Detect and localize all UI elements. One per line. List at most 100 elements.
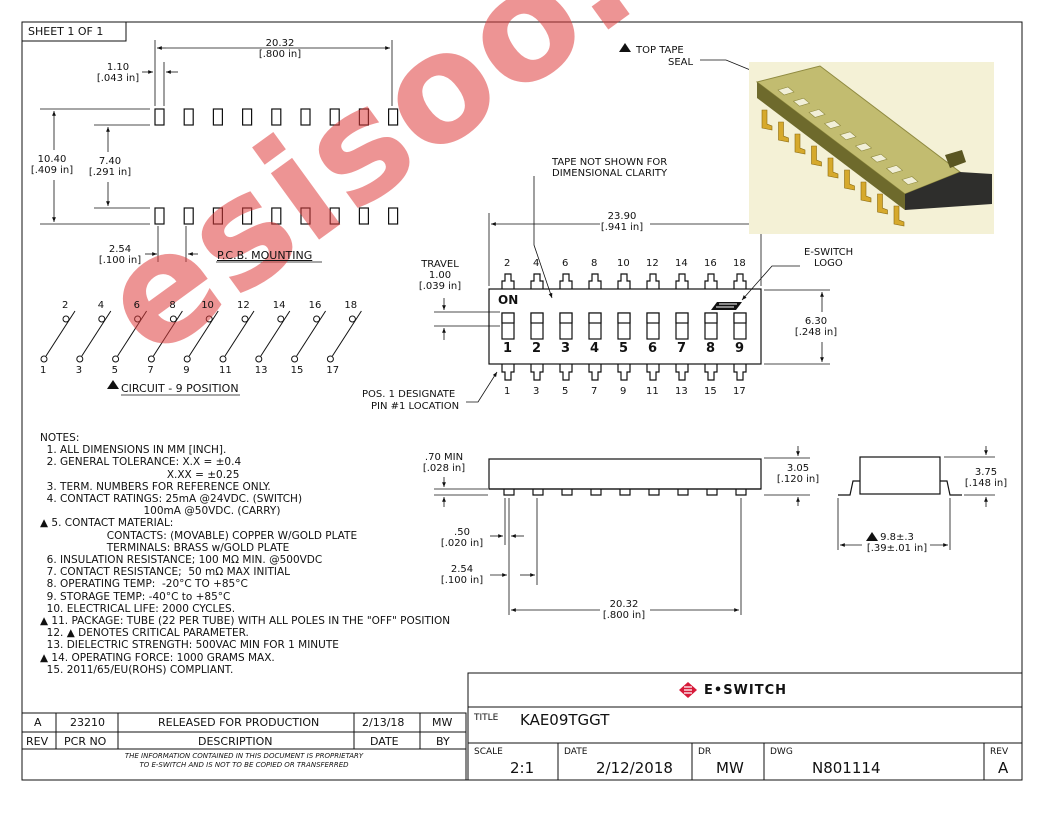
- pcb-pitch: 2.54[.100 in]: [98, 244, 142, 266]
- position-number: 2: [532, 341, 542, 356]
- top-view-top-pin: 12: [646, 258, 659, 269]
- circuit-bottom-pin: 9: [183, 365, 190, 376]
- critical-triangle-icon: [107, 380, 119, 389]
- top-view-top-pin: 14: [675, 258, 688, 269]
- switch-knob: [559, 312, 573, 324]
- render-leg: [778, 121, 789, 143]
- circuit-contact: [277, 315, 285, 323]
- note-line: 100mA @50VDC. (CARRY): [40, 505, 281, 518]
- circuit-switch-arm: [260, 310, 291, 357]
- end-view-width: 9.8±.3[.39±.01 in]: [866, 532, 928, 554]
- circuit-contact: [112, 355, 120, 363]
- position-number: 4: [590, 341, 600, 356]
- notes-block: NOTES: 1. ALL DIMENSIONS IN MM [INCH]. 2…: [40, 432, 450, 676]
- eswitch-logo-label-1: E-SWITCH: [804, 247, 854, 258]
- switch-knob: [675, 312, 689, 324]
- render-slot: [885, 165, 904, 174]
- sheet-number-box: [21, 21, 127, 42]
- note-line: 12. ▲ DENOTES CRITICAL PARAMETER.: [40, 627, 249, 640]
- switch-knob: [588, 312, 602, 324]
- rev-label: REV: [990, 747, 1009, 757]
- circuit-bottom-pin: 11: [219, 365, 232, 376]
- circuit-bottom-pin: 3: [75, 365, 83, 376]
- render-leg: [811, 145, 822, 167]
- pcb-pads: [154, 108, 399, 225]
- top-view-width: 23.90[.941 in]: [600, 211, 644, 233]
- note-line: 13. DIELECTRIC STRENGTH: 500VAC MIN FOR …: [40, 639, 339, 652]
- pcb-pad: [271, 207, 282, 225]
- circuit-top-pin: 18: [344, 300, 358, 311]
- circuit-bottom-pin: 1: [40, 365, 47, 376]
- pcb-pad: [271, 108, 282, 126]
- switch-knob: [704, 312, 718, 324]
- pcb-pad: [183, 108, 194, 126]
- eswitch-brand-icon: [679, 682, 697, 698]
- top-pin: [704, 273, 718, 289]
- render-slot: [808, 109, 826, 118]
- bottom-pin: [617, 364, 631, 381]
- side-foot: [706, 489, 718, 496]
- pcb-pad: [300, 207, 311, 225]
- seal-label: SEAL: [668, 57, 694, 68]
- render-slot: [839, 131, 857, 141]
- pcb-pad: [183, 207, 194, 225]
- side-foot: [532, 489, 544, 496]
- switch-knob: [530, 312, 544, 324]
- note-line: 9. STORAGE TEMP: -40°C to +85°C: [40, 590, 231, 603]
- sheet-label: SHEET 1 OF 1: [28, 25, 104, 38]
- date-value: 2/12/2018: [596, 759, 673, 777]
- note-line: 4. CONTACT RATINGS: 25mA @24VDC. (SWITCH…: [40, 493, 303, 506]
- bottom-pin: [733, 364, 747, 381]
- circuit-bottom-pin: 5: [111, 365, 118, 376]
- on-label: ON: [498, 293, 519, 307]
- pcb-pad: [388, 108, 399, 126]
- pcb-pad: [388, 207, 399, 225]
- side-foot: [648, 489, 660, 496]
- top-view-top-pin: 18: [733, 258, 746, 269]
- pcb-pad: [242, 207, 253, 225]
- top-view-bottom-pin: 5: [562, 386, 569, 397]
- note-line: ▲ 11. PACKAGE: TUBE (22 PER TUBE) WITH A…: [40, 615, 451, 628]
- top-pin: [675, 273, 689, 289]
- circuit-top-pin: 8: [169, 300, 176, 311]
- top-view-top-pin: 6: [562, 258, 569, 269]
- switch-knob: [733, 312, 747, 324]
- circuit-top-pin: 4: [97, 300, 105, 311]
- part-number: KAE09TGGT: [520, 711, 610, 729]
- top-view-top-pin: 4: [533, 258, 540, 269]
- bottom-pin: [675, 364, 689, 381]
- eswitch-logo-icon: [711, 302, 742, 310]
- note-line: ▲ 14. OPERATING FORCE: 1000 GRAMS MAX.: [40, 651, 275, 664]
- title-label: TITLE: [474, 713, 499, 723]
- circuit-contact: [313, 315, 321, 323]
- pcb-row-span: 10.40[.409 in]: [30, 154, 74, 176]
- scale-label: SCALE: [474, 747, 503, 757]
- brand-name: E•SWITCH: [704, 683, 788, 698]
- top-view-dimensions: [434, 59, 830, 403]
- tape-note-2: DIMENSIONAL CLARITY: [552, 168, 668, 179]
- top-pin: [733, 273, 747, 289]
- pos1-label-1: POS. 1 DESIGNATE: [362, 389, 456, 400]
- circuit-contact: [40, 355, 48, 363]
- side-foot: [619, 489, 631, 496]
- pcb-title: P.C.B. MOUNTING: [217, 249, 313, 262]
- pos1-label-2: PIN #1 LOCATION: [371, 401, 460, 412]
- side-view: [488, 458, 762, 496]
- rev-description: RELEASED FOR PRODUCTION: [158, 716, 320, 729]
- date-label: DATE: [564, 747, 588, 757]
- note-line: 7. CONTACT RESISTANCE; 50 mΩ MAX INITIAL: [40, 566, 290, 579]
- position-number: 7: [677, 341, 687, 356]
- rev-by: MW: [432, 716, 453, 729]
- circuit-contact: [255, 355, 263, 363]
- circuit-bottom-pin: 7: [147, 365, 154, 376]
- end-view: [838, 456, 962, 496]
- circuit-switch-arm: [224, 310, 255, 357]
- circuit-switch-arm: [188, 310, 219, 357]
- circuit-switch-arm: [152, 310, 183, 357]
- top-tape-label: TOP TAPE: [636, 45, 684, 56]
- pcb-dimensions: [40, 40, 393, 263]
- note-line: X.XX = ±0.25: [40, 468, 240, 481]
- render-leg: [877, 193, 888, 215]
- render-leg: [893, 205, 905, 227]
